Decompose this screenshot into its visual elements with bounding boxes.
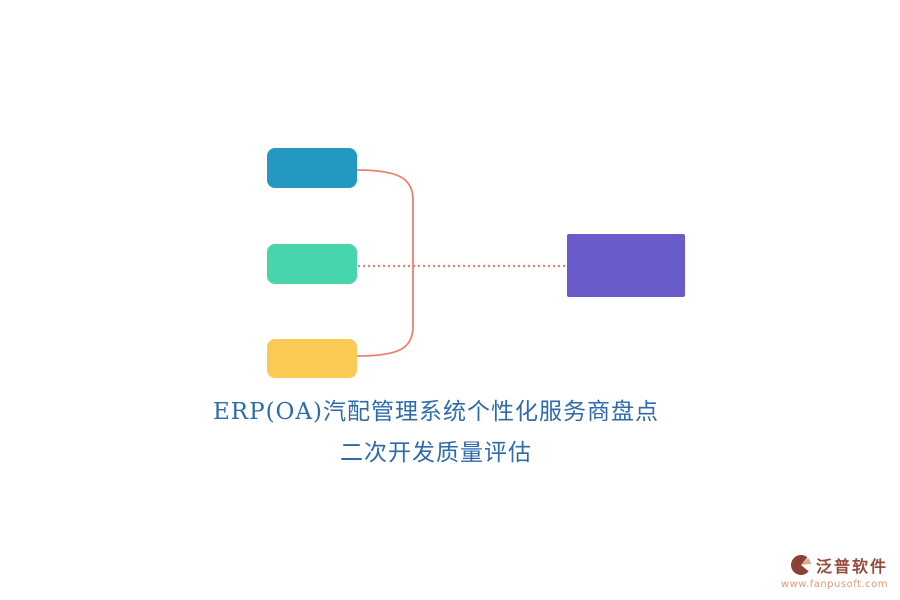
fanpu-logo-icon [791, 555, 811, 575]
node-top-box [267, 148, 357, 188]
node-middle-box [267, 244, 357, 284]
diagram-title: ERP(OA)汽配管理系统个性化服务商盘点 二次开发质量评估 [0, 392, 872, 474]
brand-row: 泛普软件 [781, 553, 888, 577]
title-line-1: ERP(OA)汽配管理系统个性化服务商盘点 [213, 399, 659, 425]
brand-watermark: 泛普软件 www.fanpusoft.com [781, 553, 888, 590]
brand-name: 泛普软件 [815, 557, 888, 576]
node-result-box [567, 234, 685, 297]
bracket-connector [356, 169, 414, 357]
node-bottom-box [267, 339, 357, 378]
title-line-2: 二次开发质量评估 [340, 440, 532, 466]
brand-url: www.fanpusoft.com [780, 579, 888, 590]
